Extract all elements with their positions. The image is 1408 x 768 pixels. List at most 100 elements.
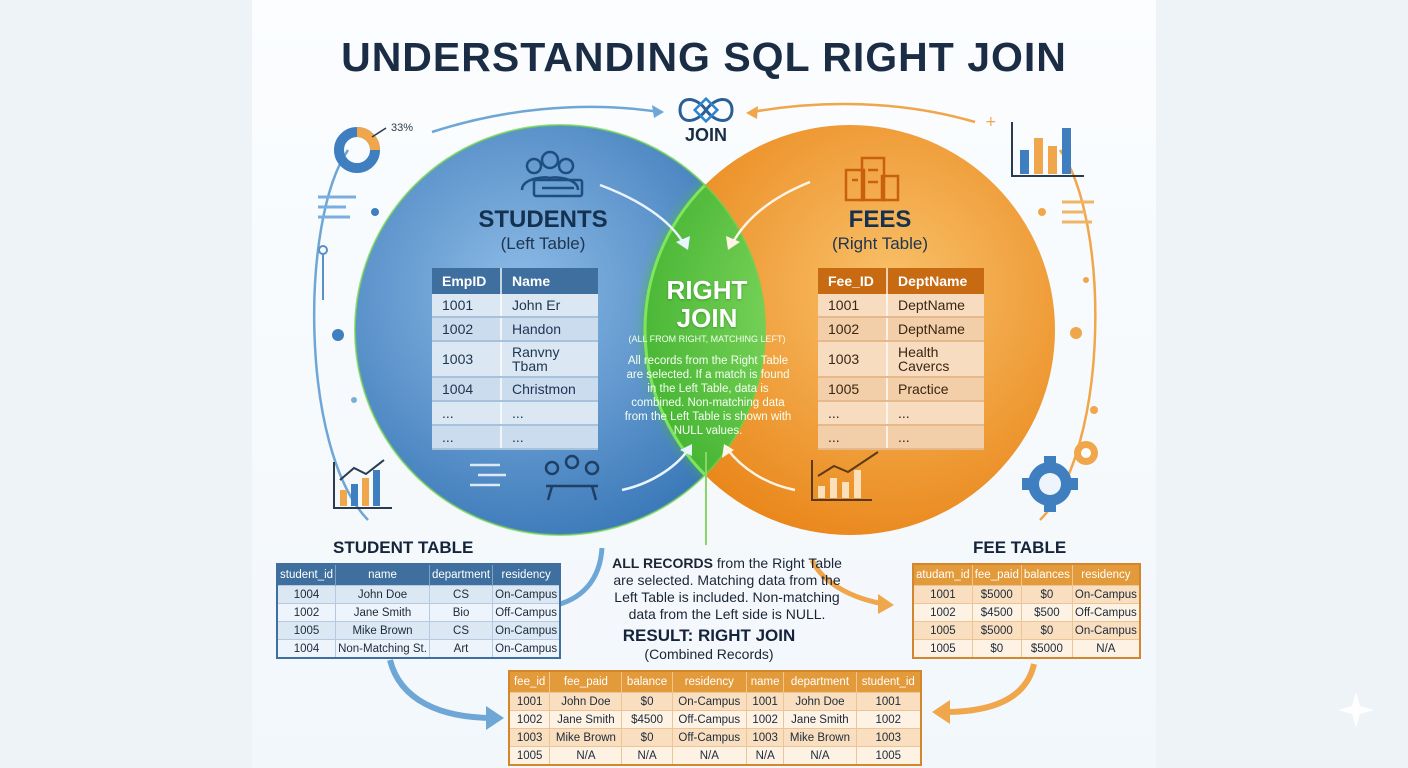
cell: John Doe bbox=[335, 585, 430, 604]
right-join-title-line1: RIGHT bbox=[666, 275, 748, 305]
column-header: EmpID bbox=[432, 268, 502, 294]
cell: On-Campus bbox=[492, 621, 561, 640]
student-table-label: STUDENT TABLE bbox=[333, 538, 474, 557]
cell: $0 bbox=[1021, 621, 1073, 640]
result-title: RESULT: RIGHT JOIN bbox=[622, 626, 796, 645]
cell: ... bbox=[887, 401, 984, 426]
cell: Christmon bbox=[501, 377, 598, 402]
cell: Jane Smith bbox=[549, 710, 623, 729]
cell: Jane Smith bbox=[335, 603, 430, 622]
column-header: atudam_id bbox=[913, 564, 973, 586]
column-header: student_id bbox=[856, 671, 922, 693]
cell: N/A bbox=[1072, 639, 1141, 658]
cell: 1002 bbox=[432, 317, 502, 342]
column-header: name bbox=[746, 671, 785, 693]
cell: Off-Campus bbox=[672, 710, 747, 729]
cell: 1003 bbox=[432, 341, 502, 378]
right-join-description: All records from the Right Table are sel… bbox=[624, 355, 792, 437]
cell: N/A bbox=[621, 746, 673, 765]
cell: ... bbox=[818, 401, 888, 426]
cell: On-Campus bbox=[1072, 621, 1141, 640]
right-join-subtitle: (ALL FROM RIGHT, MATCHING LEFT) bbox=[628, 334, 786, 344]
cell: $0 bbox=[972, 639, 1022, 658]
students-subtitle: (Left Table) bbox=[500, 234, 586, 253]
cell: Art bbox=[429, 639, 494, 658]
cell: On-Campus bbox=[1072, 585, 1141, 604]
cell: 1005 bbox=[856, 746, 922, 765]
cell: ... bbox=[501, 401, 598, 426]
cell: On-Campus bbox=[672, 692, 747, 711]
cell: 1002 bbox=[818, 317, 888, 342]
cell: 1001 bbox=[913, 585, 973, 604]
column-header: residency bbox=[1072, 564, 1141, 586]
cell: 1001 bbox=[509, 692, 551, 711]
cell: Practice bbox=[887, 377, 984, 402]
cell: John Er bbox=[501, 294, 598, 318]
cell: N/A bbox=[783, 746, 857, 765]
cell: 1005 bbox=[277, 621, 337, 640]
cell: 1004 bbox=[277, 585, 337, 604]
arrow-to-result-right bbox=[943, 663, 1037, 715]
outer-arc-left bbox=[312, 149, 369, 521]
column-header: department bbox=[783, 671, 857, 693]
cell: 1002 bbox=[277, 603, 337, 622]
cell: 1001 bbox=[818, 294, 888, 318]
arrow-to-result-left bbox=[387, 659, 495, 721]
cell: 1002 bbox=[856, 710, 922, 729]
top-arrow-left bbox=[431, 105, 661, 134]
cell: Off-Campus bbox=[672, 728, 747, 747]
cell: $0 bbox=[621, 728, 673, 747]
cell: Non-Matching St. bbox=[335, 639, 430, 658]
column-header: student_id bbox=[277, 564, 337, 586]
cell: ... bbox=[432, 425, 502, 450]
donut-chart-icon bbox=[334, 127, 387, 173]
list-lines-icon bbox=[318, 195, 356, 219]
cell: 1005 bbox=[509, 746, 551, 765]
table-row: ...... bbox=[818, 425, 984, 450]
cell: Ranvny Tbam bbox=[501, 341, 598, 378]
middle-desc-bold: ALL RECORDS bbox=[612, 555, 713, 571]
cell: $5000 bbox=[972, 621, 1022, 640]
column-header: Fee_ID bbox=[818, 268, 888, 294]
column-header: Name bbox=[501, 268, 598, 294]
fees-subtitle: (Right Table) bbox=[831, 234, 929, 253]
infinity-join-icon bbox=[678, 96, 734, 124]
cell: 1005 bbox=[818, 377, 888, 402]
cell: On-Campus bbox=[492, 585, 561, 604]
column-header: name bbox=[335, 564, 430, 586]
cell: John Doe bbox=[783, 692, 857, 711]
column-header: residency bbox=[672, 671, 747, 693]
cell: 1002 bbox=[913, 603, 973, 622]
cell: CS bbox=[429, 621, 494, 640]
cell: $4500 bbox=[972, 603, 1022, 622]
cell: ... bbox=[501, 425, 598, 450]
cell: 1003 bbox=[818, 341, 888, 378]
cell: 1002 bbox=[509, 710, 551, 729]
cell: ... bbox=[432, 401, 502, 426]
cell: 1004 bbox=[277, 639, 337, 658]
cell: Mike Brown bbox=[549, 728, 623, 747]
table-row: ...... bbox=[432, 401, 598, 426]
cell: Bio bbox=[429, 603, 494, 622]
bar-chart-icon bbox=[1011, 122, 1084, 177]
cell: $4500 bbox=[621, 710, 673, 729]
building-icon bbox=[844, 156, 900, 202]
right-join-title-line2: JOIN bbox=[676, 303, 738, 333]
line-chart-icon bbox=[811, 451, 879, 501]
